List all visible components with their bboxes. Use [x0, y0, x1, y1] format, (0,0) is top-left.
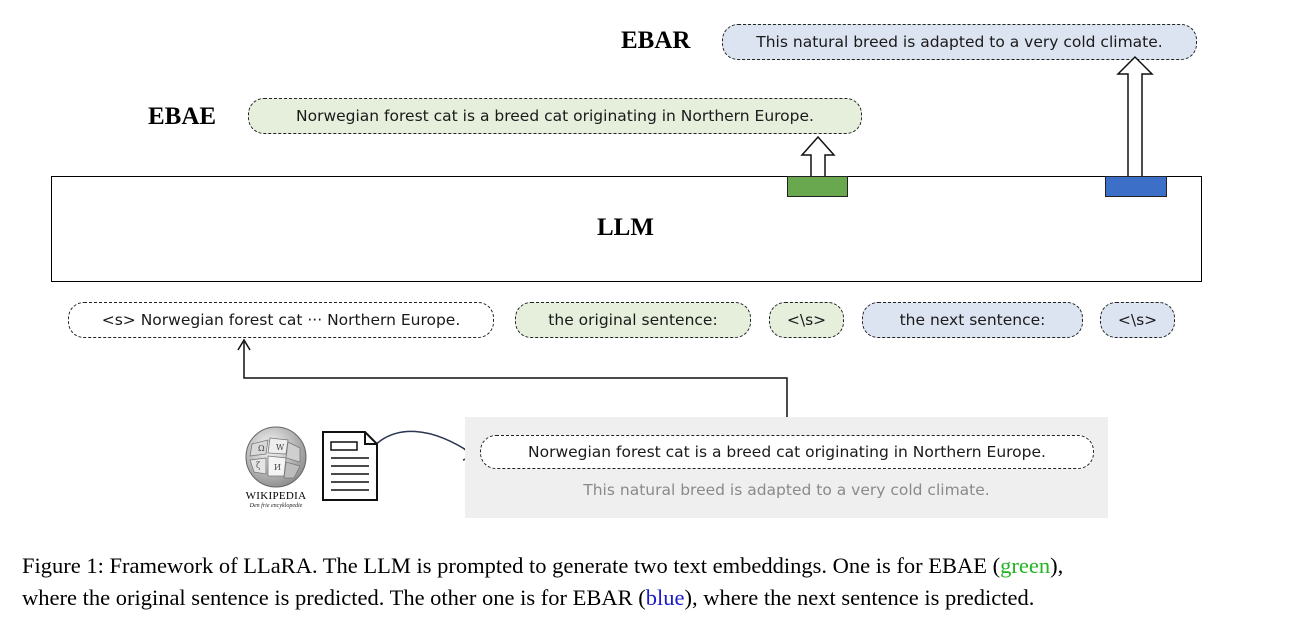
ebae-embedding-token	[787, 176, 848, 197]
ebar-embedding-token	[1105, 176, 1167, 197]
ebae-output-sentence: Norwegian forest cat is a breed cat orig…	[248, 98, 862, 134]
wikipedia-globe-icon: Ω W И ζ	[245, 426, 307, 488]
caption-text-1: Figure 1: Framework of LLaRA. The LLM is…	[22, 553, 1001, 578]
svg-text:ζ: ζ	[256, 461, 261, 470]
wikipedia-tagline: Den frie encyklopedie	[249, 503, 303, 509]
figure-caption: Figure 1: Framework of LLaRA. The LLM is…	[22, 550, 1282, 614]
ebae-label: EBAE	[148, 103, 217, 130]
wikipedia-wordmark: WIKIPEDIA	[245, 490, 307, 502]
original-sentence-prompt-pill: the original sentence:	[515, 302, 751, 338]
llm-label: LLM	[597, 214, 654, 241]
caption-green-word: green	[1000, 553, 1051, 578]
source-to-input-connector	[243, 342, 788, 417]
document-icon	[322, 431, 378, 501]
caption-text-4: ), where the next sentence is predicted.	[684, 585, 1035, 610]
caption-line-2: where the original sentence is predicted…	[22, 582, 1282, 614]
doc-to-text-curve	[372, 430, 475, 456]
next-sentence-prompt-pill: the next sentence:	[862, 302, 1083, 338]
llm-box	[51, 176, 1202, 282]
caption-text-3: where the original sentence is predicted…	[22, 585, 646, 610]
ebar-up-arrow	[1116, 55, 1154, 181]
ebar-output-sentence: This natural breed is adapted to a very …	[722, 24, 1197, 60]
ebar-label: EBAR	[621, 27, 691, 54]
caption-line-1: Figure 1: Framework of LLaRA. The LLM is…	[22, 550, 1282, 582]
svg-text:Ω: Ω	[258, 444, 265, 453]
eos-token-pill-1: <\s>	[769, 302, 844, 338]
svg-text:И: И	[274, 463, 281, 472]
caption-text-2: ),	[1050, 553, 1064, 578]
eos-token-pill-2: <\s>	[1100, 302, 1175, 338]
wikipedia-logo: Ω W И ζ WIKIPEDIA Den frie encyklopedie	[238, 424, 314, 512]
ebae-up-arrow	[800, 135, 836, 181]
connector-arrowhead	[237, 338, 251, 351]
svg-text:W: W	[276, 443, 285, 452]
input-prompt-pill: <s> Norwegian forest cat ··· Northern Eu…	[68, 302, 494, 338]
caption-blue-word: blue	[645, 585, 685, 610]
source-sentence-1: Norwegian forest cat is a breed cat orig…	[480, 435, 1094, 469]
source-sentence-2: This natural breed is adapted to a very …	[583, 481, 990, 499]
